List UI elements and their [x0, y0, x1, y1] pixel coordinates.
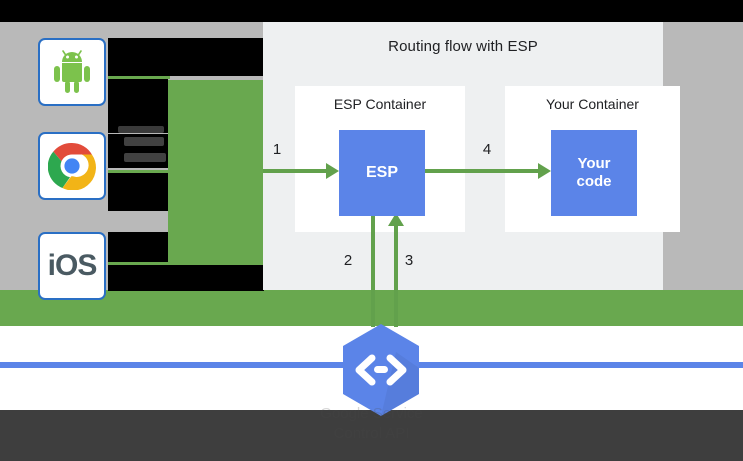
esp-box-label: ESP: [365, 163, 398, 181]
arrow-2-number: 2: [343, 252, 353, 269]
footer-caption-line-2: Control API: [333, 425, 410, 442]
chrome-connector: [108, 170, 170, 173]
google-service-control-logo: [338, 322, 424, 418]
occlusion-block-5: [108, 232, 168, 262]
arrow-4-head: [538, 163, 551, 179]
esp-container-label: ESP Container: [333, 96, 427, 112]
arrow-1-number: 1: [272, 141, 282, 158]
arrow-3-number: 3: [404, 252, 414, 269]
your-code-box[interactable]: Your code: [551, 130, 637, 216]
android-connector: [108, 76, 170, 79]
footer-caption-line-1: Google Service: [320, 405, 423, 422]
your-code-box-label: Your code: [576, 155, 611, 190]
your-container-label: Your Container: [546, 96, 639, 112]
occlusion-block-4: [108, 173, 168, 211]
arrow-4-number: 4: [482, 141, 492, 158]
occlusion-block-2: [108, 79, 168, 133]
occlusion-block-7: [168, 270, 264, 291]
arrow-1-line: [263, 169, 326, 173]
android-icon: [54, 50, 90, 93]
occlusion-block-1: [108, 38, 264, 76]
dark-bottom-bar: [0, 410, 743, 461]
arrow-2-line: [371, 216, 375, 327]
hexagon-code-icon: [343, 324, 419, 416]
diagram-title: Routing flow with ESP: [388, 38, 538, 55]
arrow-1-head: [326, 163, 339, 179]
ios-label: iOS: [47, 249, 98, 282]
esp-box[interactable]: ESP: [339, 130, 425, 216]
green-vertical-pillar: [168, 80, 264, 290]
arrow-3-head: [388, 213, 404, 226]
arrow-4-line: [425, 169, 538, 173]
client-icon-ios[interactable]: iOS: [38, 232, 106, 300]
your-code-line-1: Your: [577, 155, 611, 173]
ios-connector: [108, 262, 170, 265]
arrow-3-line: [394, 225, 398, 327]
your-code-line-2: code: [576, 173, 612, 190]
occlusion-top-bar: [0, 0, 743, 22]
client-icon-android[interactable]: [38, 38, 106, 106]
redacted-text-smudge-2: [124, 137, 164, 146]
redacted-text-smudge-3: [124, 153, 166, 162]
chrome-icon: [48, 142, 96, 190]
client-icon-chrome[interactable]: [38, 132, 106, 200]
redacted-text-smudge-1: [118, 126, 164, 133]
